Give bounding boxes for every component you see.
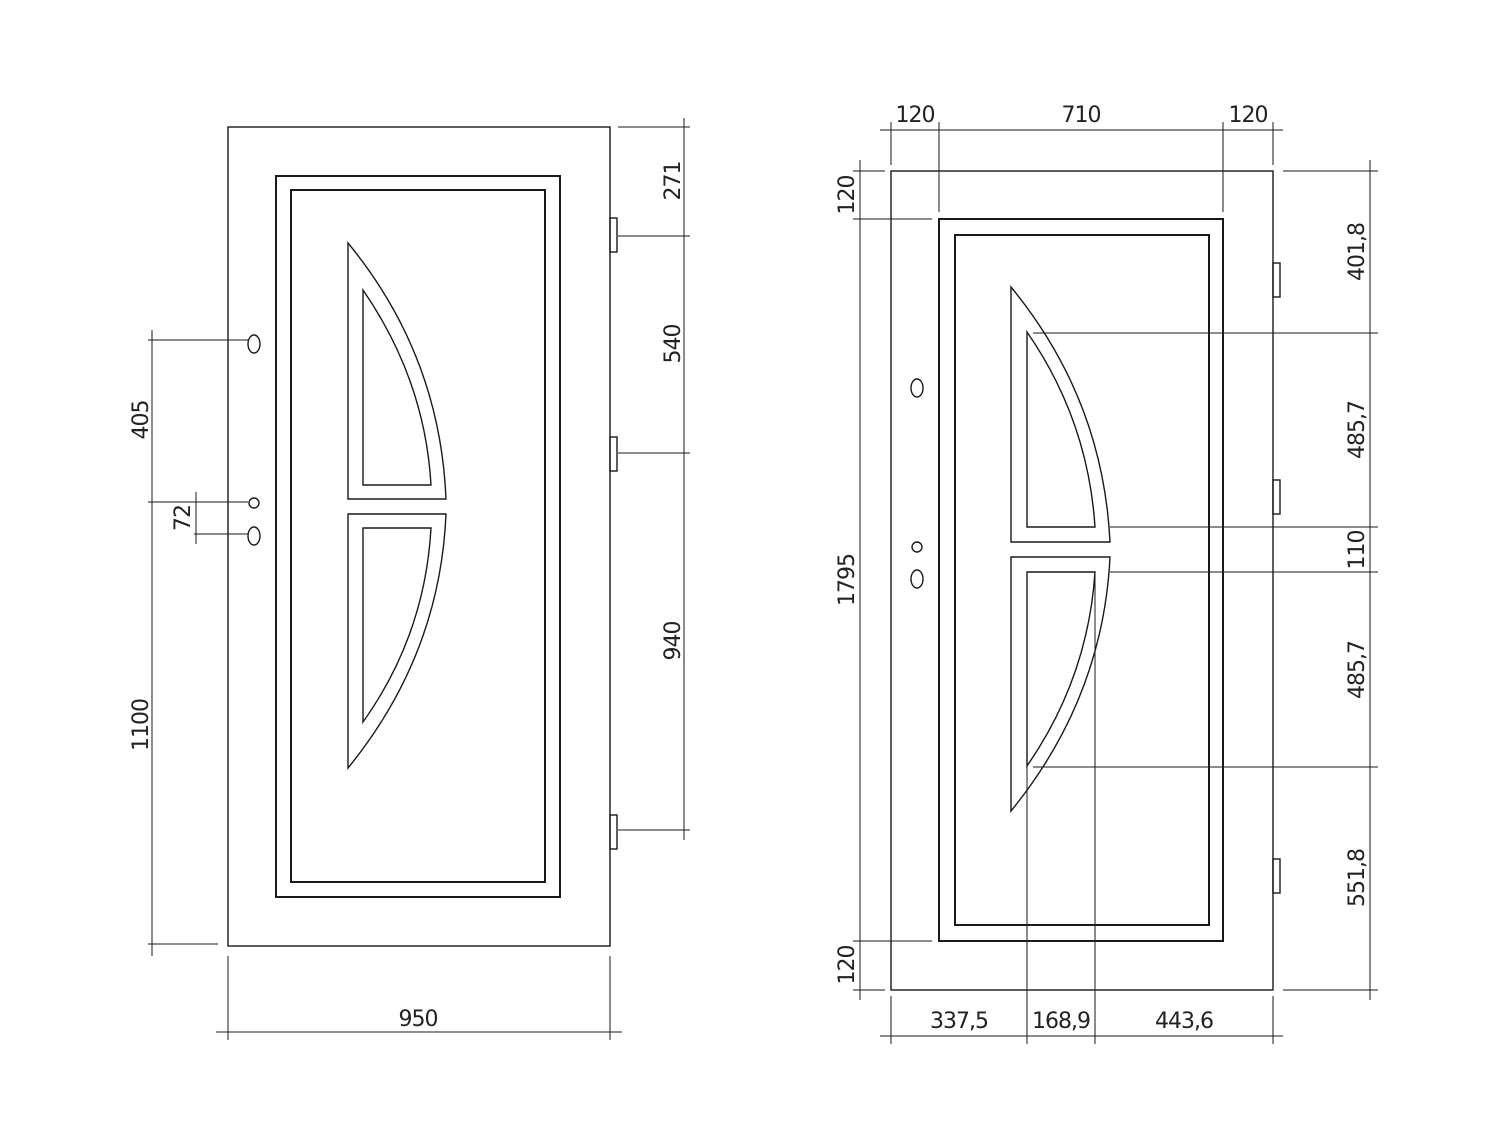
left-door-panel-outer — [275, 175, 561, 898]
right-cylinder-top — [910, 378, 924, 398]
left-handle-knob — [248, 497, 260, 509]
right-dim-551-8: 551,8 — [1345, 849, 1370, 907]
right-dim-337-5: 337,5 — [930, 1009, 988, 1034]
left-upper-glass-frame — [347, 241, 447, 500]
right-dim-left-120-bottom: 120 — [835, 946, 860, 985]
left-cylinder-top — [247, 334, 261, 354]
right-hinge-top — [1272, 262, 1281, 298]
left-dim-1100: 1100 — [129, 699, 154, 751]
right-door-outline — [890, 170, 1274, 991]
left-lower-glass-frame — [347, 513, 447, 770]
right-hinge-middle — [1272, 479, 1281, 515]
right-door-panel-outer — [938, 218, 1224, 942]
right-dim-443-6: 443,6 — [1155, 1009, 1213, 1034]
left-dim-950: 950 — [399, 1007, 438, 1032]
left-door-panel-inner — [290, 189, 546, 883]
left-dim-72: 72 — [171, 505, 196, 531]
right-dim-485-7-top: 485,7 — [1345, 401, 1370, 459]
left-dim-271: 271 — [661, 162, 686, 201]
right-dim-top-120-right: 120 — [1229, 103, 1268, 128]
left-hinge-top — [609, 217, 618, 253]
left-dim-540: 540 — [661, 325, 686, 364]
right-dim-485-7-bottom: 485,7 — [1345, 641, 1370, 699]
right-door-elevation: 120 710 120 120 1795 120 401,8 485,7 110… — [835, 103, 1378, 1044]
left-dim-405: 405 — [129, 401, 154, 440]
right-dim-168-9: 168,9 — [1032, 1009, 1090, 1034]
right-dim-left-1795: 1795 — [835, 554, 860, 606]
left-dim-940: 940 — [661, 622, 686, 661]
right-hinge-bottom — [1272, 858, 1281, 894]
right-upper-glass — [1026, 329, 1096, 528]
right-handle-knob — [911, 541, 923, 553]
right-dim-top-710: 710 — [1062, 103, 1101, 128]
right-dim-top-120-left: 120 — [896, 103, 935, 128]
right-dim-401-8: 401,8 — [1345, 223, 1370, 281]
left-door-outline — [227, 126, 611, 947]
left-lower-glass — [362, 527, 432, 725]
right-door-panel-inner — [954, 234, 1210, 926]
right-dim-110: 110 — [1345, 531, 1370, 570]
right-dim-left-120-top: 120 — [835, 176, 860, 215]
right-lower-glass — [1026, 571, 1096, 769]
left-cylinder-bottom — [247, 526, 261, 546]
right-upper-glass-frame — [1010, 285, 1111, 543]
left-hinge-middle — [609, 436, 618, 472]
right-cylinder-bottom — [910, 569, 924, 589]
left-upper-glass — [362, 287, 432, 486]
left-door-elevation: 405 72 1100 271 540 940 950 — [129, 118, 690, 1040]
left-hinge-bottom — [609, 814, 618, 850]
